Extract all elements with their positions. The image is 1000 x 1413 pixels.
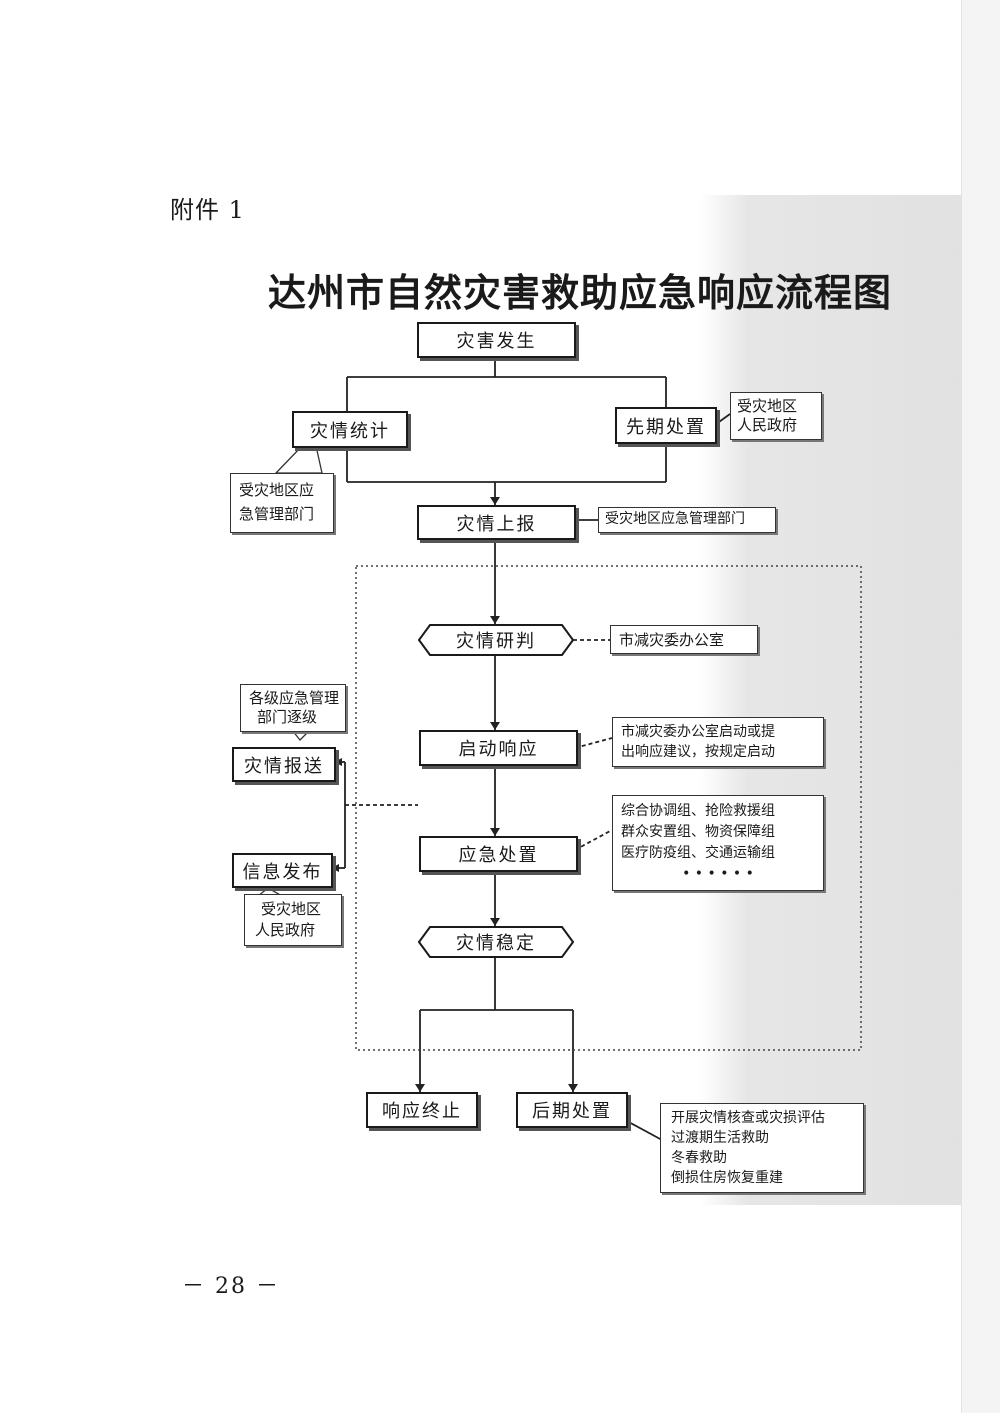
node-disaster-statistics: 灾情统计 <box>292 411 408 448</box>
note-line: 开展灾情核查或灾损评估 <box>671 1110 825 1126</box>
node-disaster-assessment: 灾情研判 <box>418 624 574 656</box>
node-label: 灾情上报 <box>456 513 537 535</box>
node-label: 灾害发生 <box>456 331 537 352</box>
node-response-end: 响应终止 <box>366 1092 478 1128</box>
page-title: 达州市自然灾害救助应急响应流程图 <box>268 270 893 315</box>
note-line: 人民政府 <box>255 921 316 939</box>
node-disaster-report: 灾情上报 <box>417 505 576 540</box>
note-early-handling: 受灾地区 人民政府 <box>730 392 822 440</box>
node-label: 启动响应 <box>458 739 539 760</box>
note-line: 市减灾委办公室 <box>619 631 725 649</box>
node-label: 灾情研判 <box>456 631 536 652</box>
node-label: 灾情统计 <box>310 420 390 442</box>
node-label: 后期处置 <box>532 1101 612 1122</box>
note-line: 受灾地区应 <box>239 481 315 499</box>
bleed-through-shadow <box>700 195 962 1205</box>
note-info-release: 受灾地区 人民政府 <box>244 894 342 946</box>
attachment-label: 附件 1 <box>170 196 245 224</box>
node-later-handling: 后期处置 <box>516 1092 628 1128</box>
note-handling-groups: 综合协调组、抢险救援组 群众安置组、物资保障组 医疗防疫组、交通运输组 • • … <box>612 795 824 891</box>
note-line: 人民政府 <box>737 416 798 434</box>
node-label: 先期处置 <box>626 416 706 438</box>
note-line: 医疗防疫组、交通运输组 <box>621 845 775 861</box>
note-line: 过渡期生活救助 <box>671 1130 769 1146</box>
node-disaster-occurs: 灾害发生 <box>417 322 576 358</box>
note-line: 急管理部门 <box>239 505 315 523</box>
hexagon-shape <box>418 624 574 656</box>
node-info-delivery: 灾情报送 <box>232 747 336 782</box>
note-statistics: 受灾地区应 急管理部门 <box>230 473 334 533</box>
node-info-release: 信息发布 <box>232 853 333 888</box>
note-line: 受灾地区应急管理部门 <box>605 511 745 527</box>
note-line: 部门逐级 <box>257 708 318 726</box>
node-emergency-handling: 应急处置 <box>419 836 578 872</box>
note-line: 受灾地区 <box>261 900 322 918</box>
note-line: 群众安置组、物资保障组 <box>621 824 775 840</box>
note-response: 市减灾委办公室启动或提 出响应建议，按规定启动 <box>612 717 824 767</box>
note-line: • • • • • • <box>682 866 754 882</box>
note-later-handling: 开展灾情核查或灾损评估 过渡期生活救助 冬春救助 倒损住房恢复重建 <box>660 1103 864 1193</box>
note-line: 各级应急管理 <box>249 689 340 707</box>
note-assessment: 市减灾委办公室 <box>610 625 758 654</box>
note-line: 倒损住房恢复重建 <box>671 1170 783 1186</box>
node-label: 响应终止 <box>382 1101 462 1122</box>
note-line: 市减灾委办公室启动或提 <box>621 724 775 740</box>
node-label: 信息发布 <box>242 861 323 883</box>
node-early-handling: 先期处置 <box>615 407 717 444</box>
node-label: 灾情稳定 <box>456 933 536 954</box>
note-report: 受灾地区应急管理部门 <box>598 507 776 533</box>
node-label: 应急处置 <box>458 845 539 866</box>
page-number: － 28 － <box>182 1274 280 1299</box>
note-line: 冬春救助 <box>671 1150 727 1166</box>
note-info-delivery: 各级应急管理 部门逐级 <box>240 684 346 732</box>
node-start-response: 启动响应 <box>419 730 578 766</box>
note-line: 受灾地区 <box>737 397 798 415</box>
node-disaster-stable: 灾情稳定 <box>418 926 574 958</box>
page-edge <box>961 0 1000 1413</box>
node-label: 灾情报送 <box>244 755 324 777</box>
hexagon-shape <box>418 926 574 958</box>
note-line: 出响应建议，按规定启动 <box>621 744 775 760</box>
note-line: 综合协调组、抢险救援组 <box>621 803 775 819</box>
